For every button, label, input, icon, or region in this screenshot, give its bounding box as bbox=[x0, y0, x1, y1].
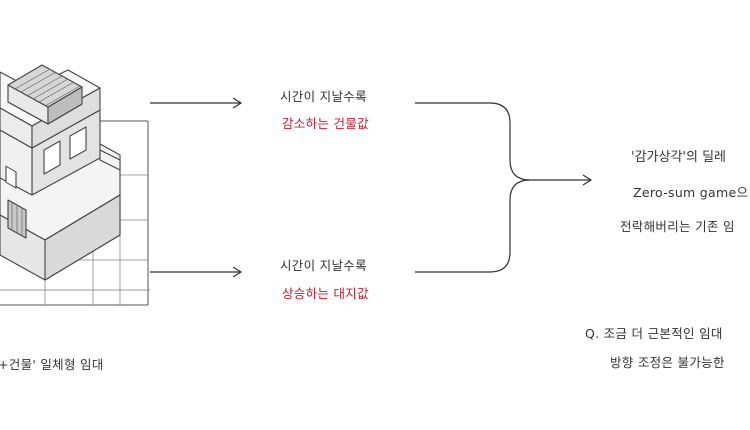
top-flow-line1: 시간이 지날수록 bbox=[280, 89, 367, 104]
building-illustration bbox=[0, 64, 121, 281]
bottom-flow-line1: 시간이 지날수록 bbox=[280, 258, 367, 273]
bottom-flow-line2: 상승하는 대지값 bbox=[282, 286, 369, 301]
right-line2: Zero-sum game으 bbox=[633, 185, 749, 200]
arrow-to-top-flow bbox=[150, 97, 243, 109]
top-flow-line2: 감소하는 건물값 bbox=[282, 116, 369, 131]
right-heading: '감가상각'의 딜레 bbox=[631, 150, 726, 165]
arrow-to-bottom-flow bbox=[150, 266, 243, 278]
merge-bracket-arrow bbox=[415, 102, 593, 273]
question-line2: 방향 조정은 불가능한 bbox=[610, 355, 725, 370]
left-caption: +건물' 일체형 임대 bbox=[0, 357, 104, 372]
right-line3: 전락해버리는 기존 임 bbox=[620, 219, 735, 234]
question-line1: Q. 조금 더 근본적인 임대 bbox=[585, 326, 723, 341]
